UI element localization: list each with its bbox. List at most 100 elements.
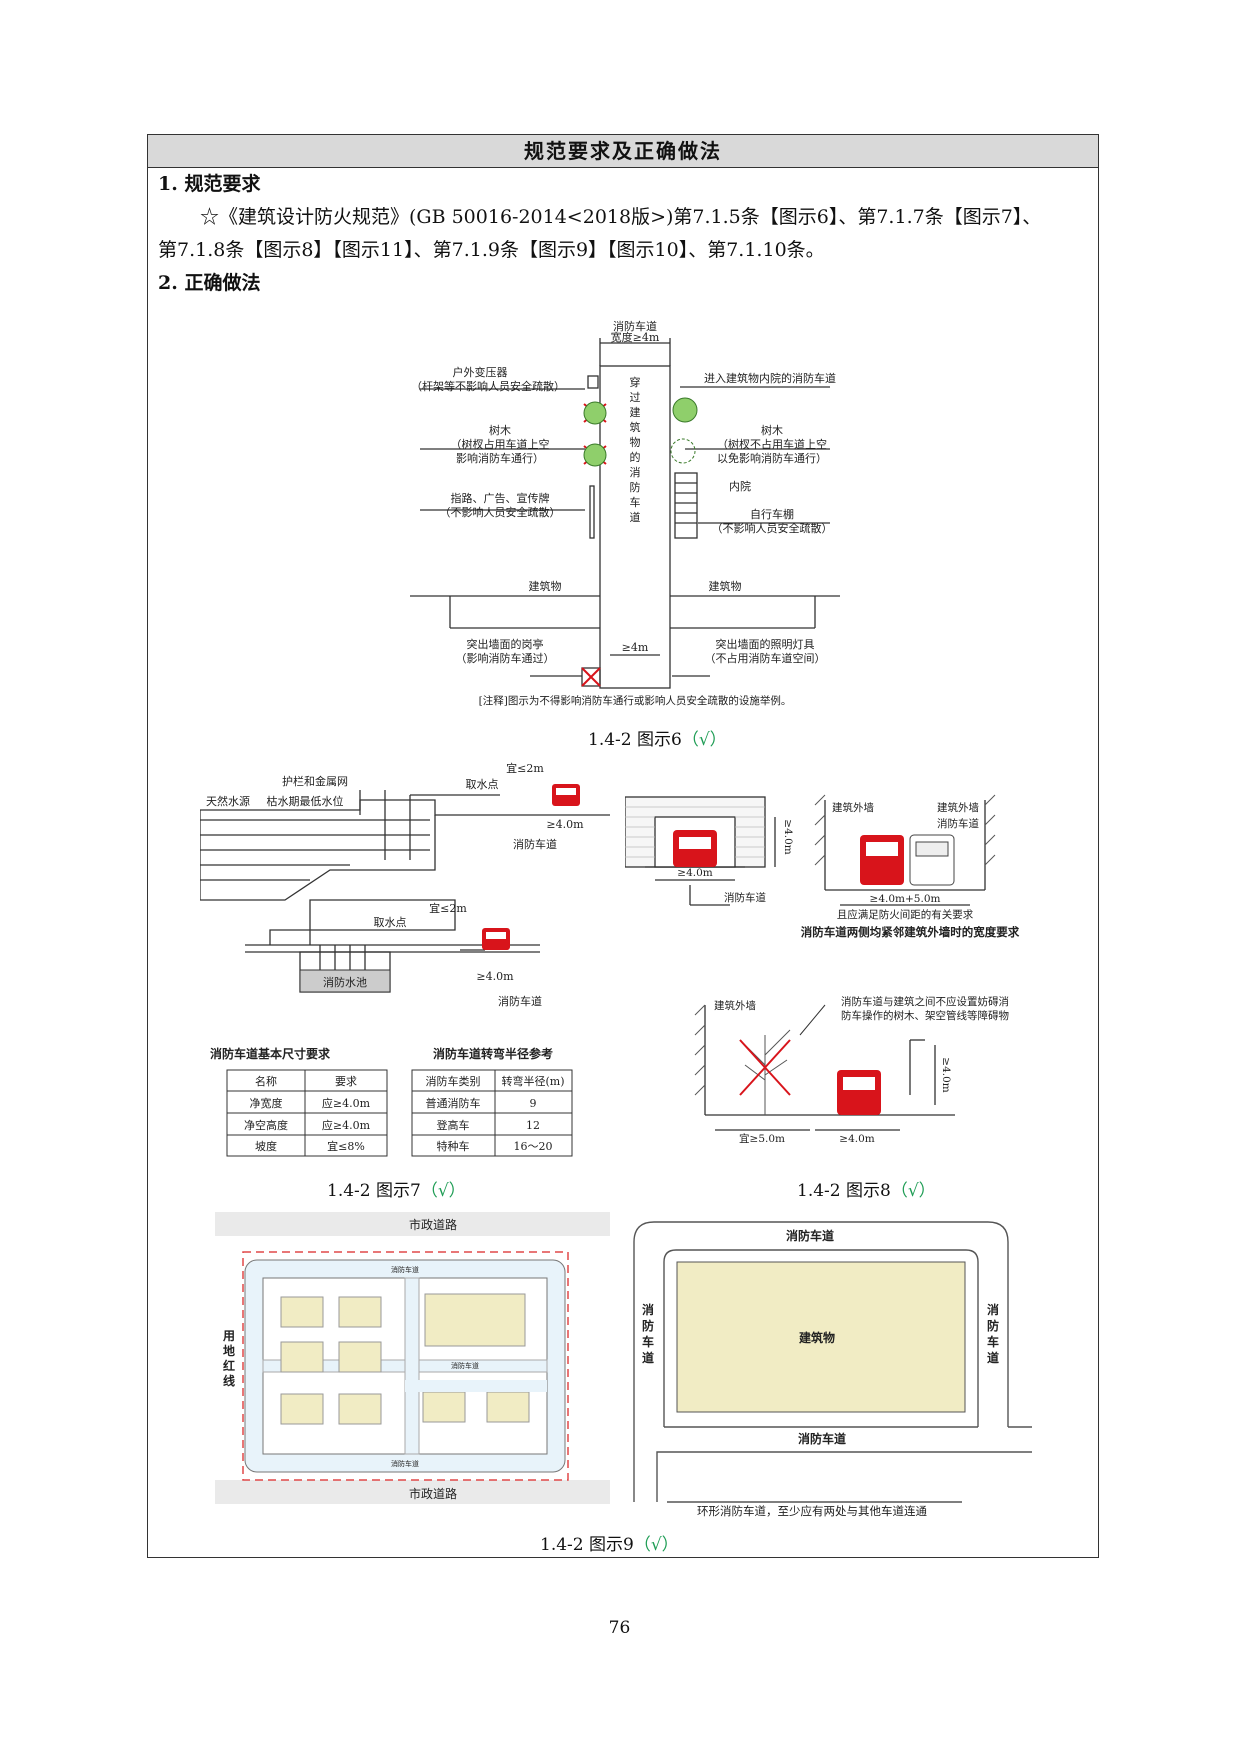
fig6-caption: 1.4-2 图示6（√）	[588, 730, 727, 750]
fig6-sign: 指路、广告、宣传牌	[451, 491, 550, 505]
truck-icon	[909, 834, 955, 886]
fig6-road-char: 消	[630, 465, 641, 479]
fig9-ring-left-char: 车	[642, 1334, 654, 1349]
fig8-width-2: ≥4.0m+5.0m	[870, 893, 941, 905]
fig7-table2-cell: 登高车	[437, 1118, 470, 1132]
fig7-width-bot: ≥4.0m	[476, 970, 514, 983]
fig9-fire-road-label: 消防车道	[451, 1361, 479, 1370]
fig8-wall-left: 建筑外墙	[832, 801, 874, 814]
fig9-city-road-top: 市政道路	[409, 1217, 457, 1232]
fig9-ring-note: 环形消防车道，至少应有两处与其他车道连通	[697, 1504, 927, 1517]
fig6-tree-right-note: （树杈不占用车道上空	[717, 437, 827, 451]
fig9-fire-road-label: 消防车道	[391, 1459, 419, 1468]
fig6-note: [注释]图示为不得影响消防车通行或影响人员安全疏散的设施举例。	[479, 694, 792, 707]
fig8-caption: 1.4-2 图示8（√）	[797, 1181, 936, 1201]
fig6-tree-right-note: 以免影响消防车通行）	[717, 451, 827, 465]
fig9-red-line-char: 线	[223, 1373, 235, 1388]
fig6-tree-left-note: 影响消防车通行）	[456, 451, 544, 465]
fig7-width-top: ≥4.0m	[546, 818, 584, 831]
firetruck-icon	[860, 835, 904, 885]
fig8-title-2: 消防车道两侧均紧邻建筑外墙时的宽度要求	[801, 925, 1020, 939]
fig7-table1-cell: 应≥4.0m	[322, 1118, 371, 1132]
fig9-caption: 1.4-2 图示9（√）	[540, 1535, 679, 1555]
figure-8-diagram: ≥4.0m ≥4.0m 消防车道 建筑外墙 建筑外墙 消防车道 ≥4.0m+5.…	[625, 794, 1020, 1145]
fig6-road-char: 过	[630, 391, 641, 404]
fig8-dist-3b: ≥4.0m	[839, 1133, 874, 1145]
fig7-table2-title: 消防车道转弯半径参考	[433, 1046, 553, 1061]
fig6-road-char: 的	[630, 450, 641, 464]
tree-icon	[739, 1029, 791, 1115]
fig6-road-char: 筑	[630, 420, 641, 434]
fig6-tree-left-note: （树杈占用车道上空	[451, 437, 550, 451]
fig7-table2-cell: 特种车	[437, 1139, 470, 1153]
fig7-dist-top: 宜≤2m	[506, 761, 544, 775]
fig9-red-line-char: 地	[223, 1343, 235, 1358]
fig9-red-line-char: 用	[222, 1329, 235, 1343]
fig6-road-char: 防	[630, 480, 641, 494]
figure-6-diagram: 消防车道 宽度≥4m 穿 过 建 筑 物 的 消 防 车 道 户外变压器 （杆架…	[410, 319, 840, 707]
fig9-red-line-char: 红	[223, 1358, 235, 1373]
fig6-tree-left: 树木	[489, 423, 511, 437]
content-frame: 规范要求及正确做法	[147, 134, 1099, 1558]
figure-7-diagram: 护栏和金属网 天然水源 枯水期最低水位 取水点 宜≤2m ≥4.0m 消防车道 …	[200, 761, 610, 1157]
fig8-wall-3: 建筑外墙	[714, 999, 756, 1012]
correct-practice-heading: 2. 正确做法	[158, 272, 261, 294]
fig7-table1-header: 要求	[335, 1075, 357, 1088]
requirement-line-1: ☆《建筑设计防火规范》(GB 50016-2014<2018版>)第7.1.5条…	[200, 206, 1042, 228]
fig7-table1-cell: 应≥4.0m	[322, 1096, 371, 1110]
fig7-table1-title: 消防车道基本尺寸要求	[210, 1046, 331, 1061]
fig7-table1-header: 名称	[255, 1074, 277, 1088]
fig7-take-point-2: 取水点	[374, 916, 407, 929]
fig6-building-left: 建筑物	[529, 579, 562, 593]
fig6-road-char: 建	[630, 405, 641, 419]
fig8-road-2: 消防车道	[937, 817, 979, 830]
requirement-heading: 1. 规范要求	[158, 173, 261, 195]
fig7-caption: 1.4-2 图示7（√）	[327, 1181, 466, 1201]
fig7-dry-level: 枯水期最低水位	[267, 794, 344, 808]
firetruck-icon	[552, 784, 580, 806]
fig6-width-mark: ≥4m	[622, 641, 649, 654]
fig7-table1-cell: 净空高度	[244, 1118, 288, 1132]
fig7-table1-cell: 坡度	[255, 1139, 277, 1153]
firetruck-icon	[837, 1070, 881, 1115]
fig8-note-3a: 消防车道与建筑之间不应设置妨碍消	[841, 995, 1009, 1008]
fig6-lamp: 突出墙面的照明灯具	[716, 637, 815, 651]
fig6-lamp-note: （不占用消防车道空间）	[705, 651, 826, 665]
fig7-take-point: 取水点	[466, 778, 499, 791]
fig7-table2-header: 转弯半径(m)	[501, 1074, 564, 1088]
fig6-transformer: 户外变压器	[453, 365, 508, 379]
fig9-ring-left-char: 防	[642, 1318, 654, 1333]
fig8-height-1: ≥4.0m	[782, 819, 794, 854]
page-number: 76	[608, 1618, 631, 1638]
fig7-road-top: 消防车道	[513, 837, 557, 851]
firetruck-icon	[673, 830, 717, 867]
firetruck-icon	[482, 928, 510, 950]
fig9-ring-left-char: 道	[642, 1350, 654, 1365]
fig7-table2-cell: 9	[530, 1097, 537, 1110]
fig7-natural-water: 天然水源	[206, 794, 250, 808]
figure-9-site-plan: 市政道路 市政道路 消防车道 消防车道 消防车道 用 地 红 线	[215, 1212, 610, 1504]
fig6-kiosk-note: （影响消防车通过）	[456, 651, 555, 665]
fig7-table1-cell: 净宽度	[250, 1096, 283, 1110]
fig7-table2-header: 消防车类别	[426, 1074, 481, 1088]
fig6-transformer-note: （杆架等不影响人员安全疏散）	[411, 379, 565, 393]
fig6-kiosk: 突出墙面的岗亭	[467, 637, 544, 651]
fig6-road-char: 物	[630, 435, 641, 449]
fig7-table2-cell: 12	[526, 1119, 540, 1132]
fig6-bike-shed-note: （不影响人员安全疏散）	[712, 521, 833, 535]
figure-9-ring-road: 消防车道 建筑物 消防车道 消 防 车 道 消 防 车 道 环形消防车道，至少应…	[633, 1221, 1032, 1517]
fig7-table2-cell: 16～20	[514, 1140, 553, 1153]
fig7-table1-cell: 宜≤8%	[327, 1139, 365, 1153]
fig6-sign-note: （不影响人员安全疏散）	[440, 505, 561, 519]
fig8-note-2: 且应满足防火间距的有关要求	[837, 908, 974, 921]
section-title: 规范要求及正确做法	[148, 135, 1098, 168]
fig9-ring-right-char: 车	[987, 1334, 999, 1349]
fig9-ring-road-top: 消防车道	[786, 1228, 834, 1243]
fig7-pool: 消防水池	[323, 975, 367, 989]
fig9-ring-left-char: 消	[642, 1302, 654, 1317]
fig9-ring-right-char: 防	[987, 1318, 999, 1333]
fig6-bike-shed: 自行车棚	[750, 507, 794, 521]
fig9-city-road-bottom: 市政道路	[409, 1486, 457, 1501]
fig8-wall-right: 建筑外墙	[937, 801, 979, 814]
fig9-ring-right-char: 消	[987, 1302, 999, 1317]
